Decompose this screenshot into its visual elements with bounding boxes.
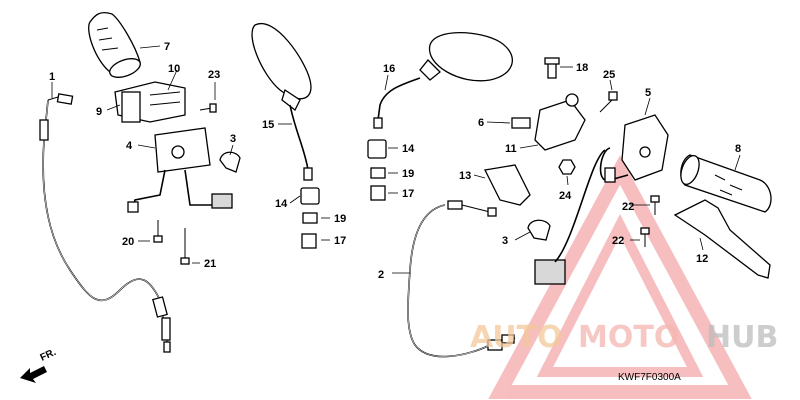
watermark-moto: MOTO: [578, 320, 679, 355]
callout-14-left: 14: [275, 198, 288, 210]
callout-12: 12: [696, 253, 708, 265]
screw-21: [180, 228, 190, 265]
right-mirror: [373, 31, 513, 129]
callout-14-right: 14: [402, 143, 415, 155]
callout-7: 7: [164, 41, 170, 53]
nut-14-right: [367, 139, 387, 159]
callouts: 1 2 3 3 4 5 6 7 8 9 10 11 12 13 14 14 15…: [49, 41, 741, 281]
callout-15: 15: [262, 119, 274, 131]
screw-23: [199, 103, 217, 113]
watermark-hub: HUB: [706, 320, 778, 355]
connector-right: [534, 149, 606, 285]
clip-right: [527, 219, 551, 241]
callout-20: 20: [122, 236, 134, 248]
callout-9: 9: [96, 106, 102, 118]
callout-25: 25: [603, 69, 615, 81]
left-switch: [127, 127, 233, 213]
front-direction-arrow: FR.: [20, 347, 58, 383]
direction-label: FR.: [39, 347, 58, 364]
nut-19-right: [370, 167, 386, 179]
nut-17-left: [301, 233, 317, 249]
diagram-code: KWF7F0300A: [618, 372, 681, 383]
callout-16: 16: [383, 63, 395, 75]
nut-24: [558, 159, 576, 175]
callout-22b: 22: [612, 235, 624, 247]
callout-22a: 22: [622, 201, 634, 213]
throttle-grip: [88, 11, 141, 78]
brake-lever: [673, 199, 771, 279]
callout-6: 6: [478, 117, 484, 129]
callout-3-right: 3: [502, 235, 508, 247]
callout-21: 21: [204, 258, 216, 270]
screw-25: [599, 91, 618, 113]
leader-lines: [51, 45, 741, 274]
lever-cover: [484, 164, 531, 206]
callout-10: 10: [168, 63, 180, 75]
watermark-text: AUTO MOTO HUB: [470, 320, 778, 355]
callout-5: 5: [645, 87, 651, 99]
throttle-grip-right: [680, 154, 772, 213]
watermark-auto: AUTO: [470, 320, 563, 355]
throttle-cable: [407, 200, 516, 358]
nut-17-right: [370, 185, 386, 201]
nut-19-left: [302, 212, 318, 224]
callout-13: 13: [459, 170, 471, 182]
lever-holder: [511, 57, 586, 151]
callout-2: 2: [378, 269, 384, 281]
callout-23: 23: [208, 69, 220, 81]
screw-22b: [640, 227, 650, 247]
callout-11: 11: [505, 143, 517, 155]
callout-18: 18: [576, 62, 588, 74]
nut-14-left: [300, 187, 320, 205]
callout-24: 24: [559, 190, 572, 202]
callout-19-left: 19: [334, 213, 346, 225]
screw-20: [153, 220, 163, 243]
callout-1: 1: [49, 71, 55, 83]
clip-left: [219, 151, 241, 173]
throttle-housing: [114, 81, 186, 123]
callout-3-left: 3: [230, 133, 236, 145]
callout-17-left: 17: [334, 235, 346, 247]
right-switch: [599, 114, 669, 183]
clutch-cable: [39, 93, 171, 353]
callout-4: 4: [126, 140, 133, 152]
left-mirror: [251, 22, 313, 181]
callout-19-right: 19: [402, 168, 414, 180]
callout-8: 8: [735, 143, 741, 155]
callout-17-right: 17: [402, 188, 414, 200]
screw-22a: [650, 195, 660, 215]
